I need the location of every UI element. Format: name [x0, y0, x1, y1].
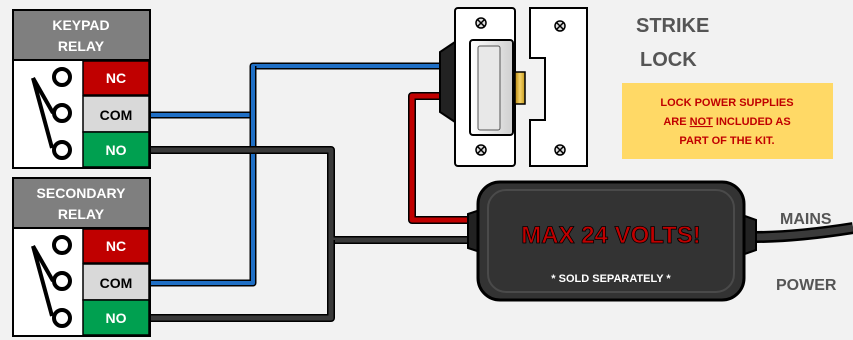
- lock-wire-collar: [439, 40, 456, 124]
- keypad-switch-symbol: [31, 67, 72, 160]
- wires: [150, 62, 853, 322]
- secondary-terminal-com: [82, 263, 150, 301]
- secondary-relay-title-1: SECONDARY: [37, 185, 127, 201]
- secondary-switch-symbol: [31, 235, 72, 328]
- psu-warning: MAX 24 VOLTS!: [521, 222, 701, 249]
- secondary-nc-label: NC: [106, 238, 126, 254]
- strike-lock-title-1: STRIKE: [636, 15, 709, 37]
- power-supply: MAX 24 VOLTS! * SOLD SEPARATELY *: [467, 180, 757, 302]
- keypad-com-label: COM: [100, 107, 133, 123]
- wire-keypad-no-dark: [150, 146, 480, 244]
- strike-lock-graphic: [439, 7, 588, 167]
- secondary-com-label: COM: [100, 275, 133, 291]
- notice-background: [622, 83, 833, 159]
- keypad-relay-title-2: RELAY: [58, 38, 105, 54]
- lock-screws: [475, 17, 487, 156]
- mains-label-2: POWER: [776, 277, 837, 294]
- notice-line-3: PART OF THE KIT.: [679, 135, 774, 147]
- secondary-terminal-nc: [82, 228, 150, 264]
- keypad-terminal-no: [82, 131, 150, 168]
- keypad-relay: KEYPAD RELAY NC COM NO: [12, 9, 151, 169]
- notice-emphasis: NOT: [690, 116, 714, 128]
- notice-box: LOCK POWER SUPPLIES ARE NOT INCLUDED AS …: [622, 83, 833, 159]
- wire-secondary-no-dark: [150, 240, 335, 322]
- lock-brass-bolt: [514, 71, 526, 105]
- strike-lock-title-2: LOCK: [640, 49, 697, 71]
- keypad-no-label: NO: [106, 142, 127, 158]
- keypad-relay-header: [12, 9, 151, 61]
- lock-faceplate: [529, 7, 588, 167]
- notice-line-2: ARE NOT INCLUDED AS: [663, 116, 790, 128]
- mains-label-1: MAINS: [780, 211, 832, 228]
- secondary-relay: SECONDARY RELAY NC COM NO: [12, 177, 151, 337]
- notice-line-1: LOCK POWER SUPPLIES: [660, 97, 793, 109]
- secondary-relay-header: [12, 177, 151, 229]
- psu-note: * SOLD SEPARATELY *: [551, 273, 671, 285]
- keypad-nc-label: NC: [106, 70, 126, 86]
- wire-secondary-com-blue: [150, 66, 257, 287]
- psu-body: [476, 180, 746, 302]
- secondary-no-label: NO: [106, 310, 127, 326]
- keypad-terminal-nc: [82, 60, 150, 96]
- secondary-relay-title-2: RELAY: [58, 206, 105, 222]
- secondary-terminal-no: [82, 299, 150, 336]
- keypad-relay-title-1: KEYPAD: [52, 17, 109, 33]
- keypad-terminal-com: [82, 95, 150, 133]
